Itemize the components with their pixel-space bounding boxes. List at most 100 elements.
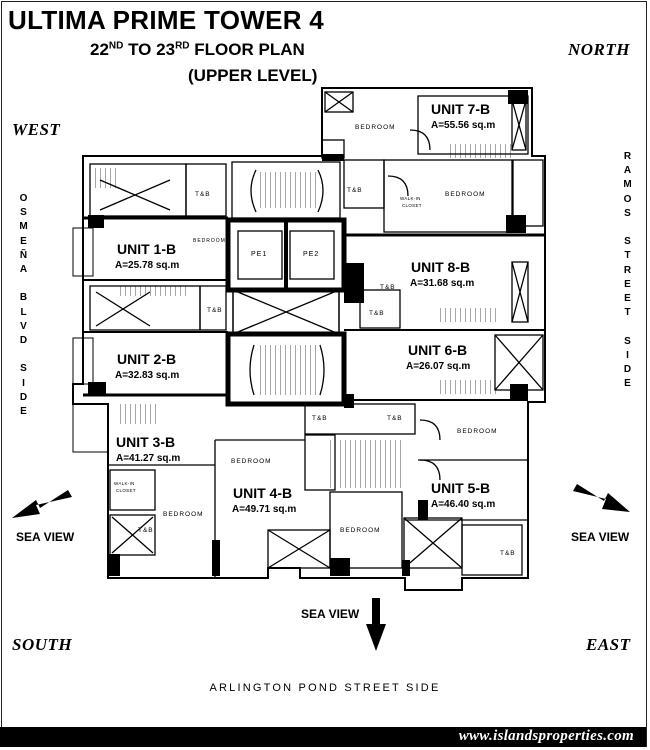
- pe1-label: PE1: [251, 251, 267, 258]
- left-side-letter: V: [20, 320, 28, 332]
- bedroom-label: BEDROOM: [355, 124, 396, 131]
- right-side-letter: T: [624, 250, 632, 262]
- right-side-letter: A: [623, 165, 633, 177]
- unit-3b: UNIT 3-B A=41.27 sq.m: [116, 434, 180, 464]
- unit-6b-name: UNIT 6-B: [408, 342, 467, 358]
- floor-plan-drawing: UNIT 7-B A=55.56 sq.m UNIT 1-B A=25.78 s…: [12, 87, 630, 651]
- sea-view-left: SEA VIEW: [16, 530, 75, 544]
- structural-columns: [88, 90, 528, 576]
- closet-label: CLOSET: [116, 488, 136, 493]
- bedroom-label: BEDROOM: [231, 458, 272, 465]
- tb-label: T&B: [312, 415, 328, 422]
- unit-6b-area: A=26.07 sq.m: [406, 361, 470, 372]
- left-side-letter: L: [20, 306, 28, 318]
- compass-south: SOUTH: [12, 635, 73, 654]
- left-side-letter: B: [19, 292, 29, 304]
- left-side-letter: E: [20, 406, 28, 418]
- tb-label: T&B: [207, 307, 223, 314]
- left-side-letter: D: [19, 335, 29, 347]
- left-side-letter: S: [20, 363, 28, 375]
- left-side-letter: M: [19, 221, 29, 233]
- bedroom-label: BEDROOM: [193, 238, 226, 244]
- right-side-letter: S: [624, 207, 632, 219]
- arrow-down-icon: [366, 598, 386, 651]
- bedroom-label: BEDROOM: [457, 428, 498, 435]
- right-side-letter: S: [624, 335, 632, 347]
- floor-to-suffix: RD: [175, 40, 190, 52]
- left-side-letter: D: [19, 391, 29, 403]
- right-side-letter: R: [623, 151, 633, 162]
- unit-3b-name: UNIT 3-B: [116, 434, 175, 450]
- unit-2b: UNIT 2-B A=32.83 sq.m: [115, 351, 179, 381]
- unit-5b-name: UNIT 5-B: [431, 480, 490, 496]
- compass-east: EAST: [586, 635, 631, 654]
- unit-7b-area: A=55.56 sq.m: [431, 120, 495, 131]
- tb-label: T&B: [369, 310, 385, 317]
- unit-3b-area: A=41.27 sq.m: [116, 453, 180, 464]
- unit-6b: UNIT 6-B A=26.07 sq.m: [406, 342, 470, 372]
- pe2-label: PE2: [303, 251, 319, 258]
- right-side-letter: E: [624, 278, 632, 290]
- floor-plan-word: FLOOR PLAN: [194, 40, 305, 59]
- unit-8b-area: A=31.68 sq.m: [410, 278, 474, 289]
- right-side-letter: E: [624, 378, 632, 390]
- unit-4b-name: UNIT 4-B: [233, 485, 292, 501]
- left-side-letter: I: [22, 377, 26, 389]
- floor-to-word: TO: [128, 40, 152, 59]
- unit-4b: UNIT 4-B A=49.71 sq.m: [232, 485, 296, 515]
- walkin-label: WALK-IN: [400, 196, 421, 201]
- arrow-right-icon: [573, 484, 630, 512]
- right-side-letter: S: [624, 236, 632, 248]
- page-title: ULTIMA PRIME TOWER 4: [8, 5, 325, 35]
- unit-8b: UNIT 8-B A=31.68 sq.m: [410, 259, 474, 289]
- floor-subtitle: 22ND TO 23RD FLOOR PLAN: [90, 40, 305, 60]
- tb-label: T&B: [500, 550, 516, 557]
- unit-1b-area: A=25.78 sq.m: [115, 260, 179, 271]
- floor-from-suffix: ND: [108, 40, 124, 52]
- bedroom-label: BEDROOM: [163, 511, 204, 518]
- sea-view-right: SEA VIEW: [571, 530, 630, 544]
- right-side-letter: I: [626, 349, 630, 361]
- right-side-letter: R: [623, 264, 633, 276]
- tb-label: T&B: [347, 187, 363, 194]
- right-side-letter: D: [623, 364, 633, 376]
- floor-from: 22: [90, 40, 109, 59]
- closet-label: CLOSET: [402, 203, 422, 208]
- tb-label: T&B: [380, 284, 396, 291]
- unit-8b-name: UNIT 8-B: [411, 259, 470, 275]
- building-outline: [72, 87, 546, 591]
- sea-view-bottom: SEA VIEW: [301, 607, 360, 621]
- right-side-letter: E: [624, 293, 632, 305]
- right-side-letter: T: [624, 307, 632, 319]
- footer-bar: www.islandsproperties.com: [0, 727, 646, 747]
- level-label: (UPPER LEVEL): [188, 66, 318, 85]
- unit-1b-name: UNIT 1-B: [117, 241, 176, 257]
- left-side-letter: A: [19, 264, 29, 276]
- unit-1b: UNIT 1-B A=25.78 sq.m: [115, 241, 179, 271]
- compass-west: WEST: [12, 120, 61, 139]
- right-side-letter: M: [623, 179, 633, 191]
- unit-4b-area: A=49.71 sq.m: [232, 504, 296, 515]
- arlington-street-label: ARLINGTON POND STREET SIDE: [209, 682, 441, 694]
- tb-label: T&B: [138, 527, 154, 534]
- floor-to: 23: [156, 40, 176, 59]
- bedroom-label: BEDROOM: [445, 191, 486, 198]
- unit-5b-area: A=46.40 sq.m: [431, 499, 495, 510]
- unit-2b-area: A=32.83 sq.m: [115, 370, 179, 381]
- footer-website: www.islandsproperties.com: [458, 728, 634, 744]
- unit-7b-name: UNIT 7-B: [431, 101, 490, 117]
- left-side-letter: S: [20, 207, 28, 219]
- unit-5b: UNIT 5-B A=46.40 sq.m: [431, 480, 495, 510]
- unit-7b: UNIT 7-B A=55.56 sq.m: [431, 101, 495, 131]
- tb-label: T&B: [195, 191, 211, 198]
- tb-label: T&B: [387, 415, 403, 422]
- unit-2b-name: UNIT 2-B: [117, 351, 176, 367]
- left-side-letter: O: [19, 193, 29, 204]
- bedroom-label: BEDROOM: [340, 527, 381, 534]
- walkin-label: WALK-IN: [114, 481, 135, 486]
- compass-north: NORTH: [568, 40, 630, 59]
- right-side-letter: O: [623, 193, 633, 205]
- arrow-left-icon: [12, 490, 72, 518]
